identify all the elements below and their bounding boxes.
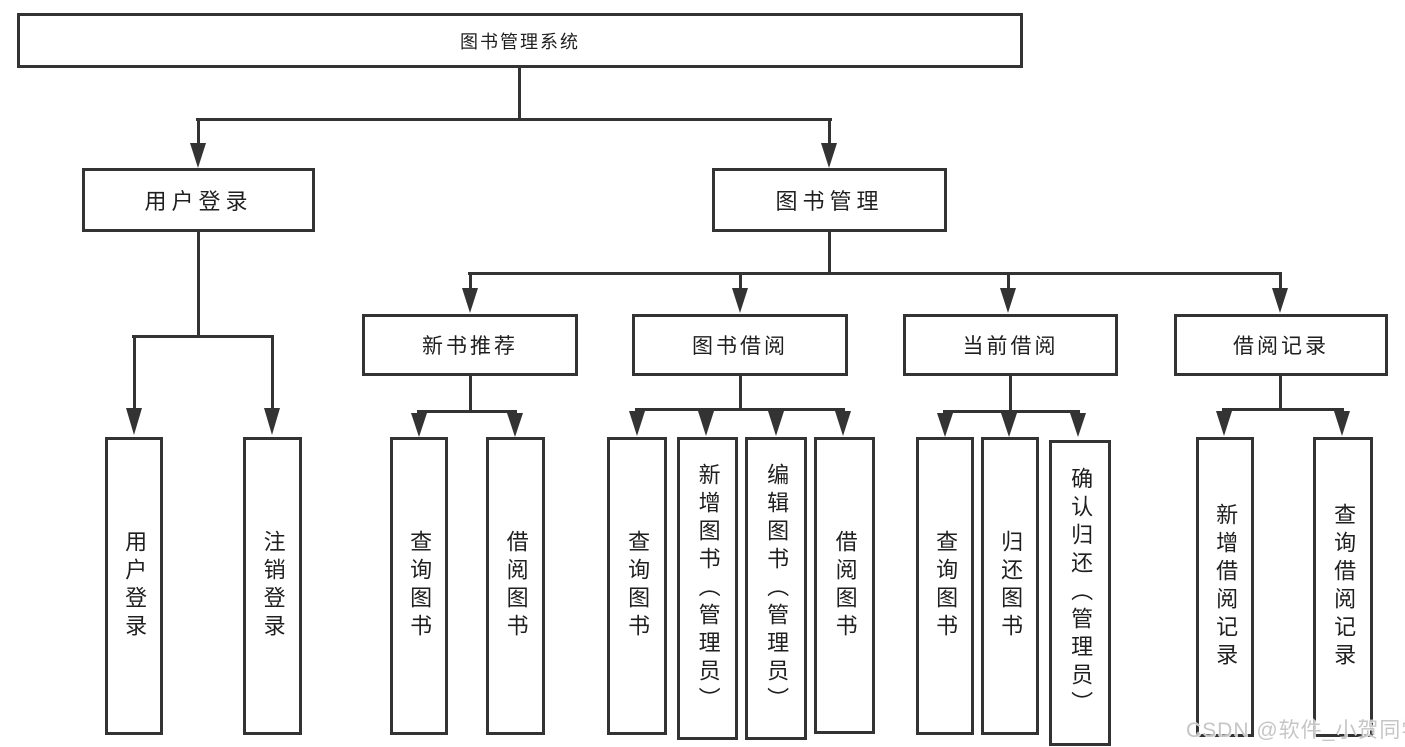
connector-current-borrow-hline [943, 410, 1080, 413]
leaf-cb-return-books-label: 归还图书 [998, 530, 1024, 642]
connector-line-to-user-login [197, 121, 200, 143]
leaf-nb-query-books-label: 查询图书 [407, 530, 433, 642]
connector-current-borrow-stem [1009, 376, 1012, 410]
leaf-bb-add-books-admin-label: 新增图书（管理员） [695, 462, 721, 715]
connector-line-to-book-management [828, 121, 831, 143]
connector-line-to-new-book-recommend [469, 275, 472, 289]
leaf-cb-query-books: 查询图书 [916, 437, 974, 735]
arrow-to-leaf-logout [264, 408, 280, 435]
leaf-logout: 注销登录 [243, 437, 302, 735]
leaf-bb-borrow-books-label: 借阅图书 [832, 529, 858, 642]
node-book-management: 图书管理 [712, 168, 947, 232]
arrow-to-user-login [190, 143, 206, 168]
leaf-cb-confirm-return-admin: 确认归还（管理员） [1049, 440, 1111, 746]
leaf-cb-return-books: 归还图书 [981, 437, 1039, 735]
connector-root-hline [196, 118, 832, 121]
connector-borrow-records-stem [1279, 376, 1282, 408]
leaf-br-query-record: 查询借阅记录 [1313, 437, 1373, 737]
arrow-to-bb-edit-books [768, 411, 784, 436]
node-root-library-system: 图书管理系统 [17, 13, 1023, 68]
leaf-logout-label: 注销登录 [260, 530, 286, 642]
connector-user-login-stem [197, 232, 200, 335]
leaf-bb-edit-books-admin-label: 编辑图书（管理员） [764, 462, 790, 715]
leaf-br-add-record: 新增借阅记录 [1196, 437, 1254, 737]
node-book-borrow: 图书借阅 [632, 314, 848, 376]
arrow-to-cb-return-books [1001, 413, 1017, 437]
connector-new-book-recommend-hline [417, 410, 517, 413]
connector-book-borrow-hline [635, 408, 845, 411]
node-current-borrow: 当前借阅 [903, 314, 1118, 376]
arrow-to-current-borrow [1000, 288, 1016, 313]
leaf-user-login: 用户登录 [105, 437, 163, 735]
arrow-to-bb-add-books [698, 411, 714, 436]
node-current-borrow-label: 当前借阅 [962, 335, 1059, 358]
node-book-borrow-label: 图书借阅 [692, 335, 788, 358]
leaf-nb-query-books: 查询图书 [390, 437, 448, 735]
node-user-login-label: 用户登录 [144, 189, 253, 214]
node-borrow-records-label: 借阅记录 [1233, 335, 1329, 358]
arrow-to-nb-borrow-books [507, 413, 523, 437]
leaf-cb-query-books-label: 查询图书 [933, 530, 959, 642]
connector-borrow-records-hline [1222, 408, 1344, 411]
leaf-br-add-record-label: 新增借阅记录 [1213, 503, 1239, 671]
node-borrow-records: 借阅记录 [1174, 314, 1388, 376]
arrow-to-cb-query-books [937, 413, 953, 437]
arrow-to-bb-query-books [629, 411, 645, 436]
leaf-bb-borrow-books: 借阅图书 [814, 437, 875, 734]
node-new-book-recommend: 新书推荐 [362, 314, 578, 376]
arrow-to-new-book-recommend [462, 288, 478, 313]
connector-new-book-recommend-stem [469, 376, 472, 410]
node-root-label: 图书管理系统 [460, 31, 580, 52]
connector-line-to-leaf-logout [271, 338, 274, 409]
arrow-to-borrow-records [1272, 288, 1288, 313]
connector-line-to-leaf-user-login [133, 338, 136, 409]
leaf-bb-query-books: 查询图书 [607, 437, 667, 735]
leaf-bb-query-books-label: 查询图书 [625, 530, 651, 642]
arrow-to-br-add-record [1216, 411, 1232, 436]
connector-root-stem [518, 68, 521, 121]
arrow-to-bb-borrow-books [835, 411, 851, 436]
arrow-to-book-management [821, 143, 837, 168]
connector-line-to-borrow-records [1279, 275, 1282, 289]
leaf-br-query-record-label: 查询借阅记录 [1331, 503, 1357, 671]
arrow-to-cb-confirm-return [1070, 413, 1086, 437]
connector-line-to-book-borrow [739, 275, 742, 289]
node-user-login: 用户登录 [82, 168, 315, 232]
connector-book-borrow-stem [739, 376, 742, 408]
connector-book-management-stem [828, 232, 831, 272]
leaf-nb-borrow-books-label: 借阅图书 [503, 530, 529, 642]
arrow-to-leaf-user-login [126, 408, 142, 435]
arrow-to-br-query-record [1334, 411, 1350, 436]
connector-book-management-hline [468, 272, 1282, 275]
leaf-cb-confirm-return-admin-label: 确认归还（管理员） [1068, 467, 1094, 719]
arrow-to-book-borrow [732, 288, 748, 313]
connector-user-login-hline [132, 335, 274, 338]
watermark: CSDN @软件_小贺同学 [1186, 719, 1405, 742]
node-book-management-label: 图书管理 [775, 189, 884, 214]
leaf-bb-add-books-admin: 新增图书（管理员） [677, 437, 738, 740]
connector-line-to-current-borrow [1007, 275, 1010, 289]
node-new-book-recommend-label: 新书推荐 [422, 335, 518, 358]
leaf-user-login-label: 用户登录 [122, 530, 148, 642]
arrow-to-nb-query-books [411, 413, 427, 437]
leaf-nb-borrow-books: 借阅图书 [486, 437, 545, 735]
leaf-bb-edit-books-admin: 编辑图书（管理员） [745, 437, 807, 740]
